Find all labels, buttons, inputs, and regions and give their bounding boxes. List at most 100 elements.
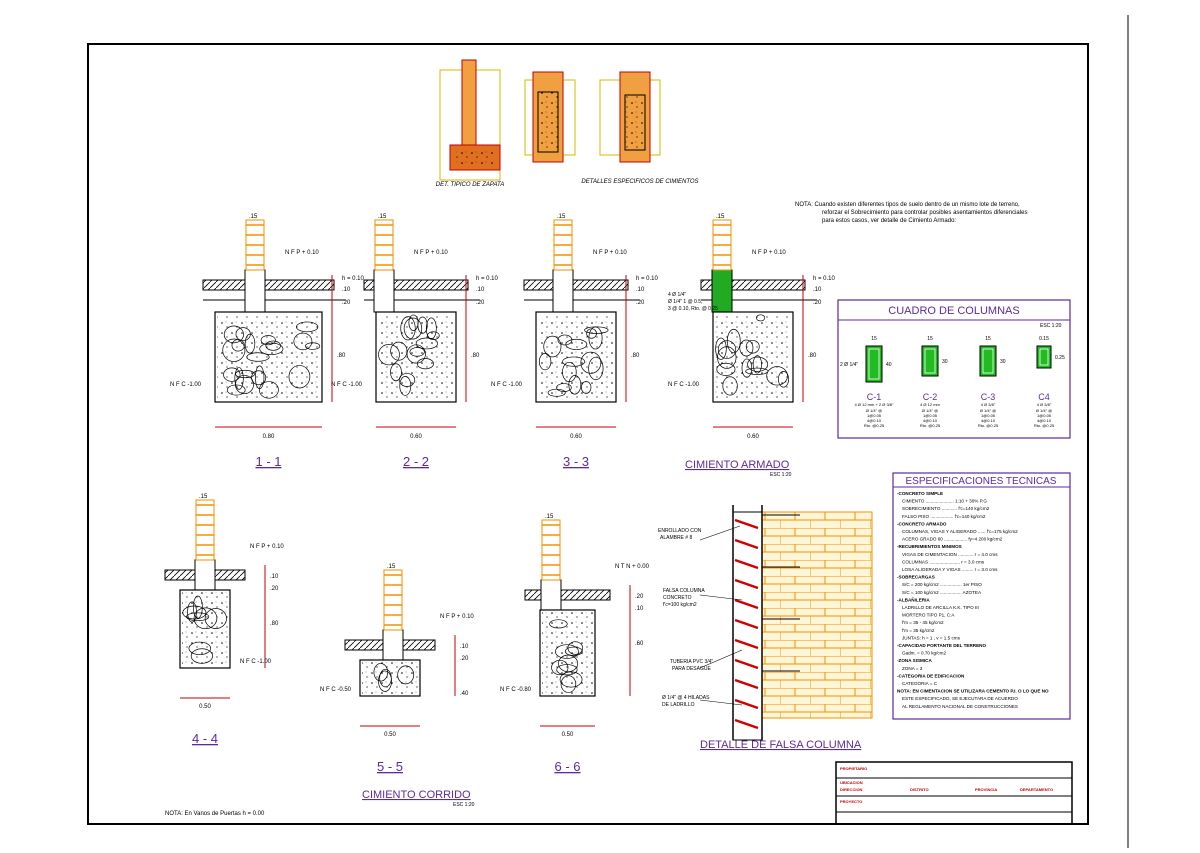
spec-line: NOTA: EN CIMENTACION SE UTILIZARA CEMENT… — [897, 689, 1049, 694]
sections-layer: .15 N F P + 0.10 h = 0.10 .10 .20 .80 N F C -1… — [164, 214, 836, 774]
spec-line: Gadm. = 0.70 kg/cm2 — [902, 651, 946, 656]
dim-10-label: .10 — [476, 287, 485, 293]
dim-10-label: .10 — [813, 287, 822, 293]
section-label: 3 - 3 — [563, 454, 589, 469]
wall-brick-ladder — [245, 219, 265, 271]
false-col-label-a2: ALAMBRE # 8 — [660, 535, 692, 541]
spec-line: -CONCRETO SIMPLE — [897, 491, 943, 496]
dim-10-label: .10 — [342, 287, 351, 293]
spec-line: -CAPACIDAD PORTANTE DEL TERRENO — [897, 643, 986, 648]
nfc-label: N F C -1.00 — [668, 382, 700, 388]
false-col-label-b1: FALSA COLUMNA — [663, 588, 705, 594]
column-stirrup-spec: Ø 1/4" @ — [866, 408, 882, 413]
column-stirrup-spec: 1@0.05 — [1037, 413, 1052, 418]
column-top-dim: 15 — [985, 336, 991, 342]
armado-note-line: Ø 1/4" 1 @ 0.5, — [668, 299, 702, 305]
note-line-3: para estos casos, ver detalle de Cimient… — [822, 218, 956, 224]
dim-20-label: .20 — [636, 300, 645, 306]
section-lower-1: .15N F P + 0.10.10.20.80N F C -1.000.504… — [164, 494, 284, 746]
specs-title: ESPECIFICACIONES TECNICAS — [906, 476, 1057, 487]
tb-proyecto: PROYECTO — [840, 799, 862, 804]
gravel-fill — [538, 314, 614, 400]
wall-width-label: .15 — [378, 214, 387, 220]
title-cimiento-armado-esc: ESC 1:20 — [770, 472, 792, 478]
dim-80-label: .80 — [471, 353, 480, 359]
dim-80-label: .80 — [808, 353, 817, 359]
top-cimiento-detail-2 — [599, 71, 661, 163]
width-label: 0.80 — [263, 434, 275, 440]
section-label: 2 - 2 — [403, 454, 429, 469]
column-stirrup-spec: 4@0.10 — [867, 418, 882, 423]
column-stirrup-spec: Rto. @0.25 — [864, 423, 885, 428]
column-top-dim: 15 — [927, 336, 933, 342]
spec-line: f'm = 35 - 45 kg/cm2 — [902, 620, 944, 625]
wall-brick-ladder — [553, 219, 573, 271]
column-stirrup-spec: 4@0.10 — [1037, 418, 1052, 423]
dim-20-label: .10 — [635, 606, 644, 612]
tb-distrito: DISTRITO — [910, 787, 929, 792]
spec-line: SOBRECIMIENTO ............ f'c=140 kg/cm… — [902, 506, 990, 511]
h-label: h = 0.10 — [342, 276, 365, 282]
tb-departamento: DEPARTAMENTO — [1020, 787, 1053, 792]
h-label: h = 0.10 — [813, 276, 836, 282]
wall-width-label: .15 — [249, 214, 258, 220]
sobrecimiento — [244, 269, 266, 313]
false-col-label-c1: TUBERIA PVC 3/4" — [670, 659, 713, 665]
dim-10-label: .10 — [270, 574, 279, 580]
dim-depth-label: .80 — [270, 621, 279, 627]
width-label: 0.50 — [199, 704, 211, 710]
caption-zapata: DET. TIPICO DE ZAPATA — [436, 182, 504, 188]
spec-line: COLUMNAS, VIGAS Y ALIGERADO ...... f'c=1… — [902, 529, 1018, 534]
section-lower-3: .15N T N + 0.00.20.10.60N F C -0.800.506… — [500, 514, 650, 774]
wall-brick-ladder — [195, 499, 215, 561]
column-name: C4 — [1038, 392, 1050, 402]
wall-width-label: .15 — [716, 214, 725, 220]
dim-20-label: .20 — [460, 656, 469, 662]
title-block: PROPIETARIO UBICACION DIRECCION DISTRITO… — [835, 761, 1073, 825]
note-line-2: reforzar el Sobrecimiento para controlar… — [822, 210, 1027, 216]
spec-line: JUNTAS: h = 1 ; v = 1.5 cms — [902, 635, 961, 640]
column-stirrup-spec: 1@0.05 — [981, 413, 996, 418]
column-stirrup — [1039, 348, 1049, 366]
dim-20-label: .20 — [342, 300, 351, 306]
column-stirrup-spec: Rto. @0.25 — [1034, 423, 1055, 428]
floor-slab — [523, 279, 629, 291]
sobrecimiento — [540, 579, 562, 611]
spec-line: CATEGORIA = C — [902, 681, 938, 686]
spec-line: S/C = 100 kg/cm2 ................. AZOTE… — [902, 590, 982, 595]
general-note: NOTA: Cuando existen diferentes tipos de… — [795, 202, 1027, 224]
column-rebar: 4 Ø 3/8" — [981, 402, 996, 407]
nfc-label: N F C -1.00 — [491, 382, 523, 388]
note-vanos: NOTA: En Vanos de Puertas h = 0.00 — [165, 811, 265, 817]
false-col-label-c2: PARA DESAGUE — [672, 666, 711, 672]
floor-slab — [202, 279, 335, 291]
false-column-detail: ENROLLADO CON ALAMBRE # 8 FALSA COLUMNA … — [658, 505, 873, 741]
spec-line: LOSA ALIGERADA Y VIGAS ......... r = 3.0… — [902, 567, 998, 572]
dim-20-label: .20 — [270, 586, 279, 592]
h-label: h = 0.10 — [636, 276, 659, 282]
dim-depth-label: .40 — [460, 691, 469, 697]
spec-line: -CONCRETO ARMADO — [897, 521, 947, 526]
spec-line: -SOBRECARGAS — [897, 575, 935, 580]
gravel-fill — [378, 314, 454, 400]
column-section — [865, 345, 883, 383]
section-label: 1 - 1 — [255, 454, 281, 469]
column-rebar: 4 Ø 12 mm — [920, 402, 940, 407]
column-rebar: 4 Ø 12 mm + 2 Ø 3/8" — [855, 402, 894, 407]
tb-propietario: PROPIETARIO — [840, 766, 867, 771]
gravel-fill — [362, 662, 418, 694]
width-label: 0.60 — [570, 434, 582, 440]
sobrecimiento — [552, 269, 574, 313]
sobrecimiento — [373, 269, 395, 313]
nfp-label: N F P + 0.10 — [752, 250, 786, 256]
gravel-fill — [715, 314, 791, 400]
column-stirrup-spec: 1@0.05 — [923, 413, 938, 418]
spec-line: -ZONA SISMICA — [897, 658, 932, 663]
column-rebar: 4 Ø 3/8" — [1037, 402, 1052, 407]
title-cimiento-armado: CIMIENTO ARMADO — [685, 459, 790, 471]
